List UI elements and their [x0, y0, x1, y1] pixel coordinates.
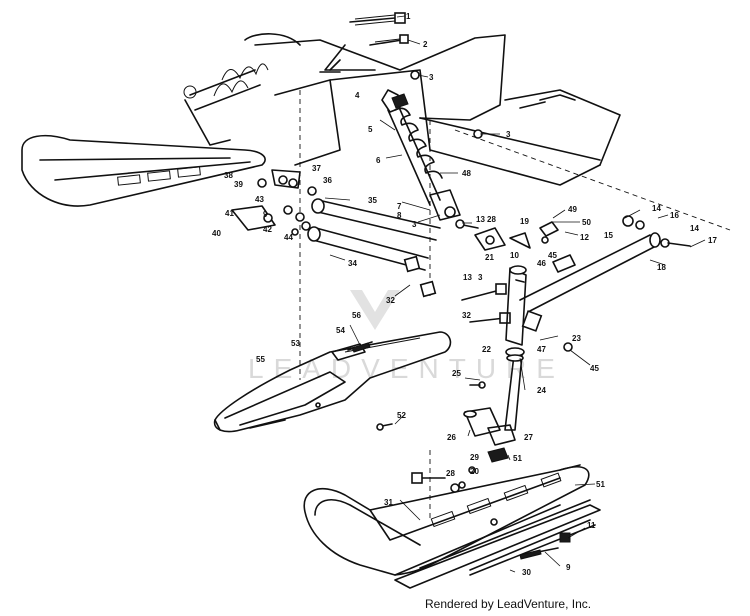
callout-2: 2 — [423, 40, 428, 49]
sled-chassis-background — [21, 33, 731, 380]
callout-46: 46 — [537, 259, 546, 268]
callout-38: 38 — [224, 171, 233, 180]
leader-lines — [324, 15, 706, 573]
callout-51: 51 — [596, 480, 605, 489]
callout-36: 36 — [323, 176, 332, 185]
callout-25: 25 — [452, 369, 461, 378]
callout-3: 3 — [506, 130, 511, 139]
callout-19: 19 — [520, 217, 529, 226]
callout-31: 31 — [384, 498, 393, 507]
callout-20: 20 — [470, 467, 479, 476]
callout-35: 35 — [368, 196, 377, 205]
callout-42: 42 — [263, 225, 272, 234]
callout-32: 32 — [386, 296, 395, 305]
callout-16: 16 — [670, 211, 679, 220]
callout-3: 3 — [412, 220, 417, 229]
callout-55: 55 — [256, 355, 265, 364]
callout-6: 6 — [376, 156, 381, 165]
watermark-text: LEADVENTURE — [248, 353, 565, 384]
callout-11: 11 — [587, 521, 596, 530]
callout-18: 18 — [657, 263, 666, 272]
callout-14: 14 — [652, 204, 661, 213]
callout-54: 54 — [336, 326, 345, 335]
callout-50: 50 — [582, 218, 591, 227]
callout-22: 22 — [482, 345, 491, 354]
ski-skid-plate — [213, 331, 452, 433]
callout-47: 47 — [537, 345, 546, 354]
callout-28: 28 — [446, 469, 455, 478]
callout-32: 32 — [462, 311, 471, 320]
ski — [303, 464, 601, 589]
callout-49: 49 — [568, 205, 577, 214]
callout-13: 13 — [463, 273, 472, 282]
callout-3: 3 — [429, 73, 434, 82]
callout-15: 15 — [604, 231, 613, 240]
watermark: LEADVENTURE — [248, 290, 565, 384]
callout-8: 8 — [397, 211, 402, 220]
callout-14: 14 — [690, 224, 699, 233]
callout-9: 9 — [566, 563, 571, 572]
left-bracket-hardware — [231, 169, 317, 236]
callout-40: 40 — [212, 229, 221, 238]
radius-rods — [307, 198, 441, 298]
callout-24: 24 — [537, 386, 546, 395]
callout-3: 3 — [478, 273, 483, 282]
spindle-assembly — [455, 215, 691, 431]
footer-credit: Rendered by LeadVenture, Inc. — [425, 597, 592, 611]
callout-41: 41 — [225, 209, 234, 218]
callout-51: 51 — [513, 454, 522, 463]
callout-1: 1 — [406, 12, 411, 21]
callout-56: 56 — [352, 311, 361, 320]
callout-labels: 1 2 3 4 5 6 3 48 7 8 3 13 28 19 49 50 12… — [212, 12, 717, 577]
callout-44: 44 — [284, 233, 293, 242]
callout-5: 5 — [368, 125, 373, 134]
callout-12: 12 — [580, 233, 589, 242]
callout-21: 21 — [485, 253, 494, 262]
callout-27: 27 — [524, 433, 533, 442]
callout-39: 39 — [234, 180, 243, 189]
callout-4: 4 — [355, 91, 360, 100]
callout-26: 26 — [447, 433, 456, 442]
callout-23: 23 — [572, 334, 581, 343]
callout-17: 17 — [708, 236, 717, 245]
callout-45: 45 — [590, 364, 599, 373]
callout-10: 10 — [510, 251, 519, 260]
callout-34: 34 — [348, 259, 357, 268]
callout-30: 30 — [522, 568, 531, 577]
callout-13: 13 — [476, 215, 485, 224]
watermark-logo-icon — [350, 290, 400, 330]
top-bolts — [319, 12, 483, 139]
callout-48: 48 — [462, 169, 471, 178]
callout-29: 29 — [470, 453, 479, 462]
callout-28: 28 — [487, 215, 496, 224]
callout-45: 45 — [548, 251, 557, 260]
callout-9: 9 — [263, 210, 268, 219]
shock-absorber — [381, 89, 461, 221]
callout-43: 43 — [255, 195, 264, 204]
callout-7: 7 — [397, 202, 402, 211]
callout-52: 52 — [397, 411, 406, 420]
callout-37: 37 — [312, 164, 321, 173]
spindle-lower — [429, 407, 516, 520]
callout-53: 53 — [291, 339, 300, 348]
